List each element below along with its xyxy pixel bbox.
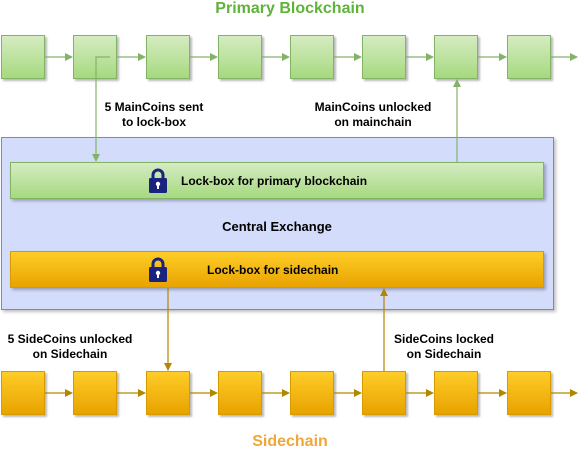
sidecoins-unlocked-note: 5 SideCoins unlocked on Sidechain	[0, 332, 140, 362]
primary-block	[1, 35, 45, 79]
lockbox-sidechain: Lock-box for sidechain	[10, 251, 544, 288]
sidecoins-locked-note: SideCoins locked on Sidechain	[384, 332, 504, 362]
sidechain-block	[1, 371, 45, 415]
sidechain-block	[73, 371, 117, 415]
maincoins-sent-line1: 5 MainCoins sent	[104, 100, 204, 114]
maincoins-unlocked-note: MainCoins unlocked on mainchain	[308, 100, 438, 130]
sidechain-block	[290, 371, 334, 415]
maincoins-unlocked-line2: on mainchain	[334, 115, 412, 129]
primary-block	[507, 35, 551, 79]
maincoins-sent-note: 5 MainCoins sent to lock-box	[94, 100, 214, 130]
maincoins-sent-arrow	[92, 56, 110, 162]
lockbox-primary-label: Lock-box for primary blockchain	[181, 174, 368, 188]
primary-block	[146, 35, 190, 79]
sidecoins-unlocked-line2: on Sidechain	[32, 347, 108, 361]
sidechain-block	[434, 371, 478, 415]
sidechain-block	[218, 371, 262, 415]
sidecoins-unlocked-line1: 5 SideCoins unlocked	[7, 332, 133, 346]
maincoins-unlocked-line1: MainCoins unlocked	[314, 100, 432, 114]
sidechain-block	[362, 371, 406, 415]
sidechain-block	[146, 371, 190, 415]
central-exchange-label: Central Exchange	[222, 219, 332, 234]
primary-block	[362, 35, 406, 79]
padlock-icon	[149, 168, 167, 193]
primary-block	[290, 35, 334, 79]
primary-block	[218, 35, 262, 79]
lockbox-sidechain-label: Lock-box for sidechain	[207, 263, 339, 277]
primary-chain-links	[45, 53, 578, 162]
padlock-icon	[149, 257, 167, 282]
sidecoins-locked-line1: SideCoins locked	[393, 332, 495, 346]
maincoins-sent-line2: to lock-box	[121, 115, 186, 129]
primary-block	[434, 35, 478, 79]
sidechain-links	[45, 288, 578, 397]
primary-blockchain-title: Primary Blockchain	[215, 0, 365, 17]
lockbox-primary: Lock-box for primary blockchain	[10, 162, 544, 199]
sidecoins-locked-line2: on Sidechain	[406, 347, 482, 361]
sidechain-title: Sidechain	[252, 433, 328, 450]
sidechain-block	[507, 371, 551, 415]
